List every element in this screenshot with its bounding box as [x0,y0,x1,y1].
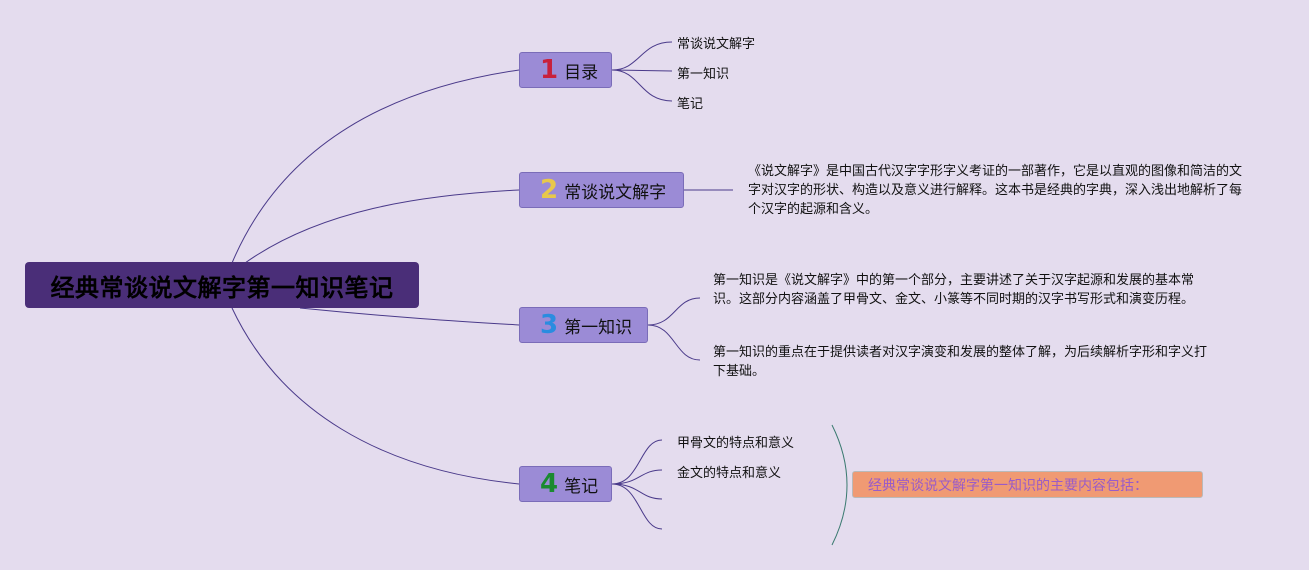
leaf-topic[interactable]: 金文的特点和意义 [677,466,782,481]
connector-3-b [647,324,701,361]
leaf-topic[interactable]: 笔记 [677,97,704,112]
branch-node-catalog[interactable]: 1 目录 [519,52,612,88]
leaf-paragraph[interactable]: 《说文解字》是中国古代汉字字形字义考证的一部著作，它是以直观的图像和简洁的文字对… [748,164,1243,217]
branch-label: 笔记 [564,476,599,497]
leaf-topic[interactable]: 第一知识 [677,67,730,82]
number-3-icon: 3 [540,310,559,340]
root-label: 经典常谈说文解字第一知识笔记 [50,273,394,302]
branch-label: 常谈说文解字 [564,182,667,203]
connector-1-b [611,69,673,72]
connector-root-2 [244,189,520,264]
connector-1-a [611,41,673,71]
connector-4-c [611,483,663,500]
connector-4-d [611,483,663,530]
number-2-icon: 2 [540,175,559,205]
branch-node-notes[interactable]: 4 笔记 [519,466,612,502]
leaf-topic[interactable]: 常谈说文解字 [677,37,756,52]
branch-node-first-knowledge[interactable]: 3 第一知识 [519,307,648,343]
leaf-topic[interactable]: 甲骨文的特点和意义 [677,436,795,451]
root-node[interactable]: 经典常谈说文解字第一知识笔记 [25,262,419,308]
connector-1-c [611,69,673,102]
connector-4-a [611,439,663,485]
branch-label: 第一知识 [564,317,633,338]
leaf-paragraph[interactable]: 第一知识是《说文解字》中的第一个部分，主要讲述了关于汉字起源和发展的基本常识。这… [713,273,1195,307]
connector-root-4 [231,307,520,485]
branch-node-shuowen[interactable]: 2 常谈说文解字 [519,172,684,208]
connector-3-a [647,297,701,326]
summary-box[interactable]: 经典常谈说文解字第一知识的主要内容包括： [852,471,1203,498]
branch-label: 目录 [564,62,599,83]
leaf-paragraph[interactable]: 第一知识的重点在于提供读者对汉字演变和发展的整体了解，为后续解析字形和字义打下基… [713,345,1208,379]
number-4-icon: 4 [540,469,559,499]
connector-root-1 [231,69,520,264]
connector-root-3 [299,307,520,326]
number-1-icon: 1 [540,55,559,85]
summary-label: 经典常谈说文解字第一知识的主要内容包括： [868,477,1148,494]
summary-bracket [831,424,848,546]
connector-4-b [611,469,663,485]
